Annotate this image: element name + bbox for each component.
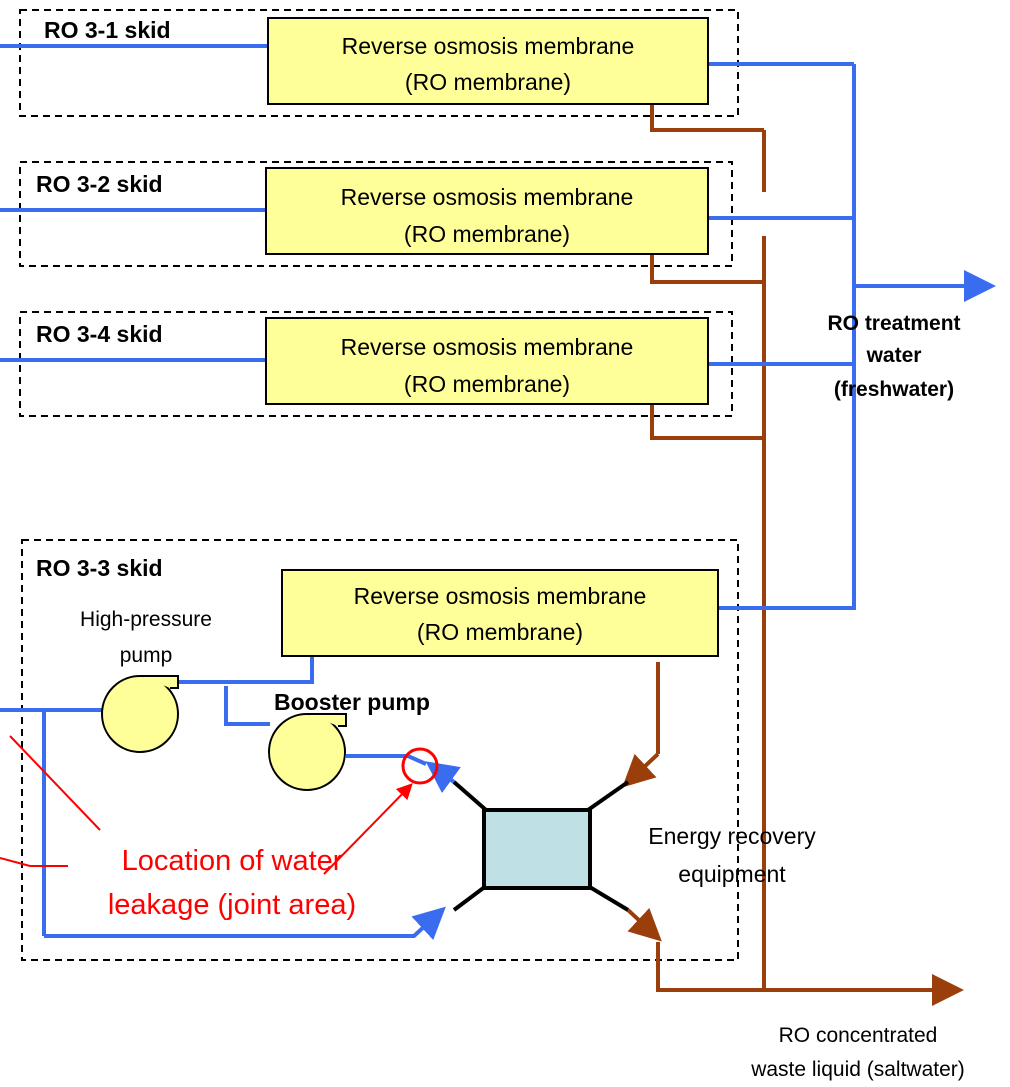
leak-label-2: leakage (joint area) xyxy=(108,889,356,921)
erd-label-2: equipment xyxy=(678,861,786,887)
treatment-label-3: (freshwater) xyxy=(834,378,954,401)
membrane-line1-3-2: Reverse osmosis membrane xyxy=(341,184,634,210)
booster-pump-label: Booster pump xyxy=(274,689,430,715)
treatment-label-1: RO treatment xyxy=(827,312,960,335)
membrane-line1-3-1: Reverse osmosis membrane xyxy=(342,33,635,59)
membranes xyxy=(265,17,719,657)
membrane-line2-3-3: (RO membrane) xyxy=(417,619,583,645)
hp-pump-label-2: pump xyxy=(120,644,173,667)
waste-lines xyxy=(622,104,964,1006)
waste-line-to-outlet xyxy=(656,942,964,1006)
leak-pointer-3 xyxy=(0,857,68,867)
waste-line-3-2 xyxy=(650,254,764,284)
leak-label-1: Location of water xyxy=(122,845,343,877)
booster-pump-icon xyxy=(268,713,347,791)
high-pressure-pump-icon xyxy=(101,675,179,753)
booster-inlet xyxy=(224,686,270,726)
waste-label-1: RO concentrated xyxy=(779,1024,938,1047)
membrane-box-3-1 xyxy=(267,17,709,105)
waste-line-erd-out xyxy=(626,907,662,942)
membrane-line2-3-1: (RO membrane) xyxy=(405,69,571,95)
skid-frame-3-3 xyxy=(21,539,739,961)
leak-circle xyxy=(401,747,439,785)
waste-line-3-3-to-erd xyxy=(622,752,660,788)
booster-outlet xyxy=(346,754,427,766)
skid-label-3-1: RO 3-1 skid xyxy=(44,17,171,43)
membrane-line1-3-4: Reverse osmosis membrane xyxy=(341,334,634,360)
waste-label-2: waste liquid (saltwater) xyxy=(750,1058,965,1081)
membrane-box-3-2 xyxy=(265,167,709,255)
water-lines xyxy=(0,44,996,941)
leak-markers xyxy=(0,735,439,875)
membrane-line2-3-4: (RO membrane) xyxy=(404,371,570,397)
labels: RO 3-1 skid RO 3-2 skid RO 3-4 skid RO 3… xyxy=(36,17,965,1081)
feed-bottom-line xyxy=(44,906,446,941)
leak-pointer-2 xyxy=(9,735,101,831)
membrane-box-3-4 xyxy=(265,317,709,405)
skid-label-3-2: RO 3-2 skid xyxy=(36,171,163,197)
membrane-box-3-3 xyxy=(281,569,719,657)
energy-recovery-box xyxy=(482,808,592,890)
waste-line-3-4 xyxy=(650,404,764,440)
leak-pointer-1 xyxy=(323,783,413,875)
erd-label-1: Energy recovery xyxy=(648,823,816,849)
skid-label-3-3: RO 3-3 skid xyxy=(36,555,163,581)
hp-pump-outlet xyxy=(178,656,314,684)
erd-arms xyxy=(452,780,630,912)
treatment-label-2: water xyxy=(866,344,922,367)
skid-label-3-4: RO 3-4 skid xyxy=(36,321,163,347)
membrane-line2-3-2: (RO membrane) xyxy=(404,221,570,247)
hp-pump-label-1: High-pressure xyxy=(80,608,212,631)
waste-line-3-1 xyxy=(650,104,764,132)
membrane-line1-3-3: Reverse osmosis membrane xyxy=(354,583,647,609)
